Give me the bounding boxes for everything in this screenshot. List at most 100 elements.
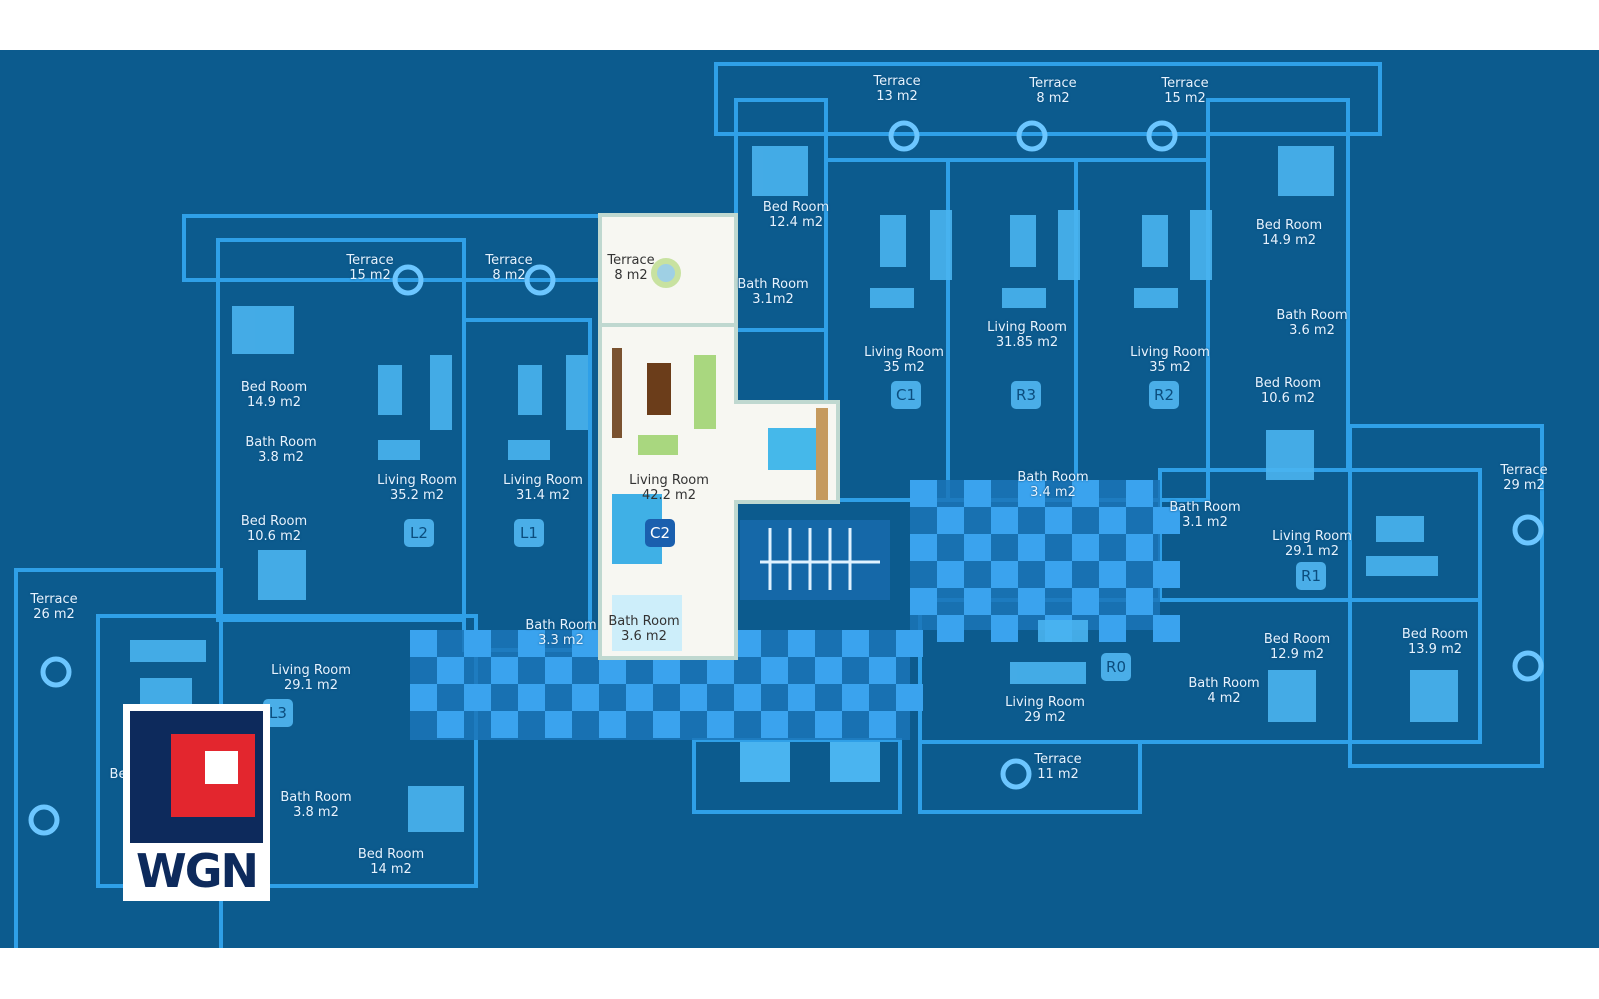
corridor-tile (734, 630, 761, 657)
corridor-tile (788, 684, 815, 711)
c2-furniture (612, 258, 828, 651)
corridor-tile (869, 657, 896, 684)
corridor-tile (653, 711, 680, 738)
corridor-tile (437, 657, 464, 684)
corridor-tile (1072, 534, 1099, 561)
corridor-tile (1099, 507, 1126, 534)
elevators (740, 742, 880, 782)
unit-badge-r3: R3 (1011, 381, 1041, 409)
unit-badge-l1: L1 (514, 519, 544, 547)
corridor-tile (437, 711, 464, 738)
corridor-tile (842, 684, 869, 711)
corridor-tile (653, 657, 680, 684)
corridor-tile (410, 630, 437, 657)
corridor-tile (1126, 534, 1153, 561)
furniture (130, 146, 1458, 832)
unit-badge-r1: R1 (1296, 562, 1326, 590)
corridor-tile (1045, 507, 1072, 534)
logo-text: WGN (136, 844, 259, 898)
outline-right-terrace (1348, 424, 1544, 768)
lower-terrace (918, 740, 1142, 814)
unit-r2 (1074, 158, 1210, 502)
corridor-tile (464, 630, 491, 657)
corridor-tile (410, 684, 437, 711)
corridor-tile (991, 507, 1018, 534)
outline-top-block (714, 62, 1382, 136)
logo-square (130, 711, 263, 843)
corridor-tile (761, 657, 788, 684)
corridor-tile (1045, 561, 1072, 588)
corridor-tile (1072, 588, 1099, 615)
terrace-tables (28, 120, 1544, 836)
corridor-tile (964, 588, 991, 615)
corridor-tile (1126, 480, 1153, 507)
corridor-tile (1153, 561, 1180, 588)
floor-plan-walls (14, 62, 1544, 948)
wgn-logo: WGN (123, 704, 270, 901)
corridor-tile (1126, 588, 1153, 615)
corridor-tile (1018, 588, 1045, 615)
corridor-tile (599, 657, 626, 684)
unit-badge-l2: L2 (404, 519, 434, 547)
corridor-tile (518, 684, 545, 711)
corridor-tile (788, 630, 815, 657)
corridor-tile (491, 711, 518, 738)
corridor-tile (1018, 480, 1045, 507)
corridor-tile (896, 684, 923, 711)
corridor-tile (545, 711, 572, 738)
corridor-tile (1072, 480, 1099, 507)
corridor-tile (991, 561, 1018, 588)
corridor-tile (910, 534, 937, 561)
corridor-tile (964, 480, 991, 507)
corridor-tile (1153, 615, 1180, 642)
corridor-tile (937, 561, 964, 588)
unit-badge-c2: C2 (645, 519, 675, 547)
corridor-tile (896, 630, 923, 657)
corridor-tile (937, 507, 964, 534)
unit-badge-r2: R2 (1149, 381, 1179, 409)
corridor-tile (815, 711, 842, 738)
corridor-tile (572, 630, 599, 657)
corridor-tile (626, 684, 653, 711)
unit-badge-r0: R0 (1101, 653, 1131, 681)
corridor-tile (991, 615, 1018, 642)
corridor-tile (910, 588, 937, 615)
corridor-tile (842, 630, 869, 657)
unit-l3 (96, 614, 478, 888)
corridor-tile (734, 684, 761, 711)
corridor-tile (1099, 561, 1126, 588)
corridor-tile (545, 657, 572, 684)
outline-left-block (182, 214, 606, 282)
corridor-tile (1018, 534, 1045, 561)
corridor-tile (1153, 507, 1180, 534)
